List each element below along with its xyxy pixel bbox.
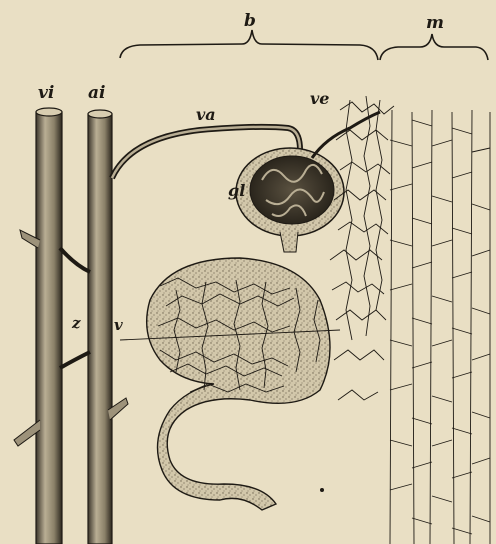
label-v: v bbox=[114, 316, 123, 334]
speck bbox=[320, 488, 324, 492]
label-ve: ve bbox=[310, 89, 329, 108]
label-vi: vi bbox=[38, 83, 54, 103]
label-b: b bbox=[244, 11, 256, 31]
label-va: va bbox=[196, 105, 216, 124]
label-ai: ai bbox=[88, 83, 105, 103]
label-m: m bbox=[426, 13, 444, 33]
label-gl: gl bbox=[228, 181, 245, 200]
label-z: z bbox=[71, 314, 81, 332]
